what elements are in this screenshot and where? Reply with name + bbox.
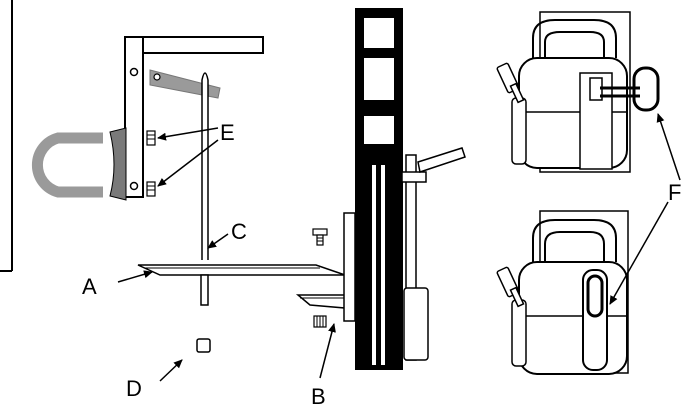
arrow-e-lower — [157, 139, 219, 187]
label-d: D — [126, 376, 142, 401]
loose-screw-upper — [312, 228, 328, 246]
side-grip — [403, 287, 429, 361]
label-f: F — [668, 180, 681, 205]
rod-lower — [200, 274, 209, 306]
shackle-f-open — [632, 66, 660, 112]
column-slot — [372, 165, 376, 365]
column-window-3 — [364, 116, 394, 144]
arrow-c — [207, 233, 229, 249]
side-lever — [417, 147, 466, 173]
arrow-b — [319, 323, 336, 379]
gray-clip — [149, 69, 221, 99]
nut-d — [196, 338, 211, 353]
screw-e-lower — [146, 181, 156, 197]
bracket-hole — [129, 181, 139, 191]
lock-key-stem — [509, 82, 525, 104]
label-b: B — [311, 384, 326, 409]
loose-screw-lower — [313, 315, 327, 328]
bracket-hole — [129, 67, 139, 77]
label-e: E — [220, 120, 235, 145]
arrow-d — [159, 359, 183, 382]
shackle-f-closed — [586, 274, 604, 318]
arrow-e-upper — [157, 127, 219, 141]
clip-hole — [153, 73, 161, 81]
top-arm — [142, 36, 264, 54]
screw-e-upper — [146, 130, 156, 146]
plate-b — [295, 294, 346, 309]
plate-a — [137, 264, 346, 276]
arrow-f-lower — [609, 201, 669, 305]
column-window-1 — [364, 18, 394, 48]
padlock-top — [496, 11, 660, 173]
side-block — [343, 212, 356, 322]
arrow-a — [117, 270, 153, 283]
center-column — [343, 8, 466, 370]
side-rod-collar — [401, 171, 427, 183]
column-window-2 — [364, 58, 394, 100]
column-slot — [381, 165, 385, 365]
handle-plate — [109, 127, 127, 201]
vertical-bracket — [124, 36, 144, 198]
padlock-bottom — [496, 210, 629, 375]
mounting-bracket-assembly — [31, 36, 346, 309]
vertical-rod — [201, 72, 209, 260]
arrow-f-upper — [656, 113, 681, 181]
gray-u-handle — [31, 132, 103, 198]
label-c: C — [231, 219, 247, 244]
label-a: A — [82, 274, 97, 299]
